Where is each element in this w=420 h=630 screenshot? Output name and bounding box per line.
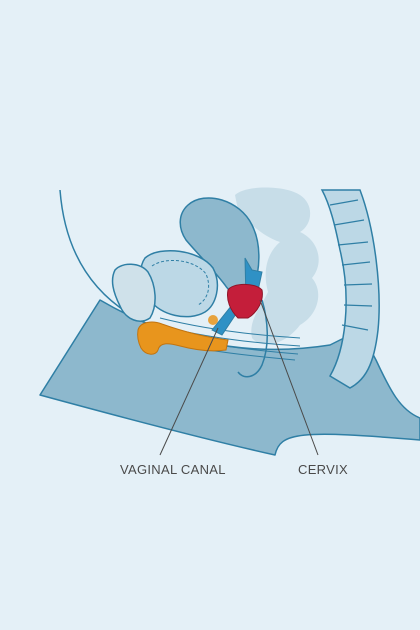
menstrual-cup: [227, 283, 263, 319]
vaginal-canal-leader-line: [159, 327, 219, 456]
orange-dot-cluster: [208, 315, 218, 325]
cervix-leader-line: [259, 299, 319, 456]
orange-structure: [137, 321, 229, 355]
rectum: [237, 299, 269, 378]
back-shape: [320, 189, 380, 389]
bladder-inner-wall: [151, 260, 210, 306]
spine-segments: [329, 199, 373, 331]
intestine-shape: [235, 187, 319, 345]
cervix-label: CERVIX: [298, 462, 348, 477]
vaginal-canal-label: VAGINAL CANAL: [120, 462, 226, 477]
pelvic-floor-muscles: [159, 317, 301, 361]
pubic-bone: [111, 263, 156, 322]
